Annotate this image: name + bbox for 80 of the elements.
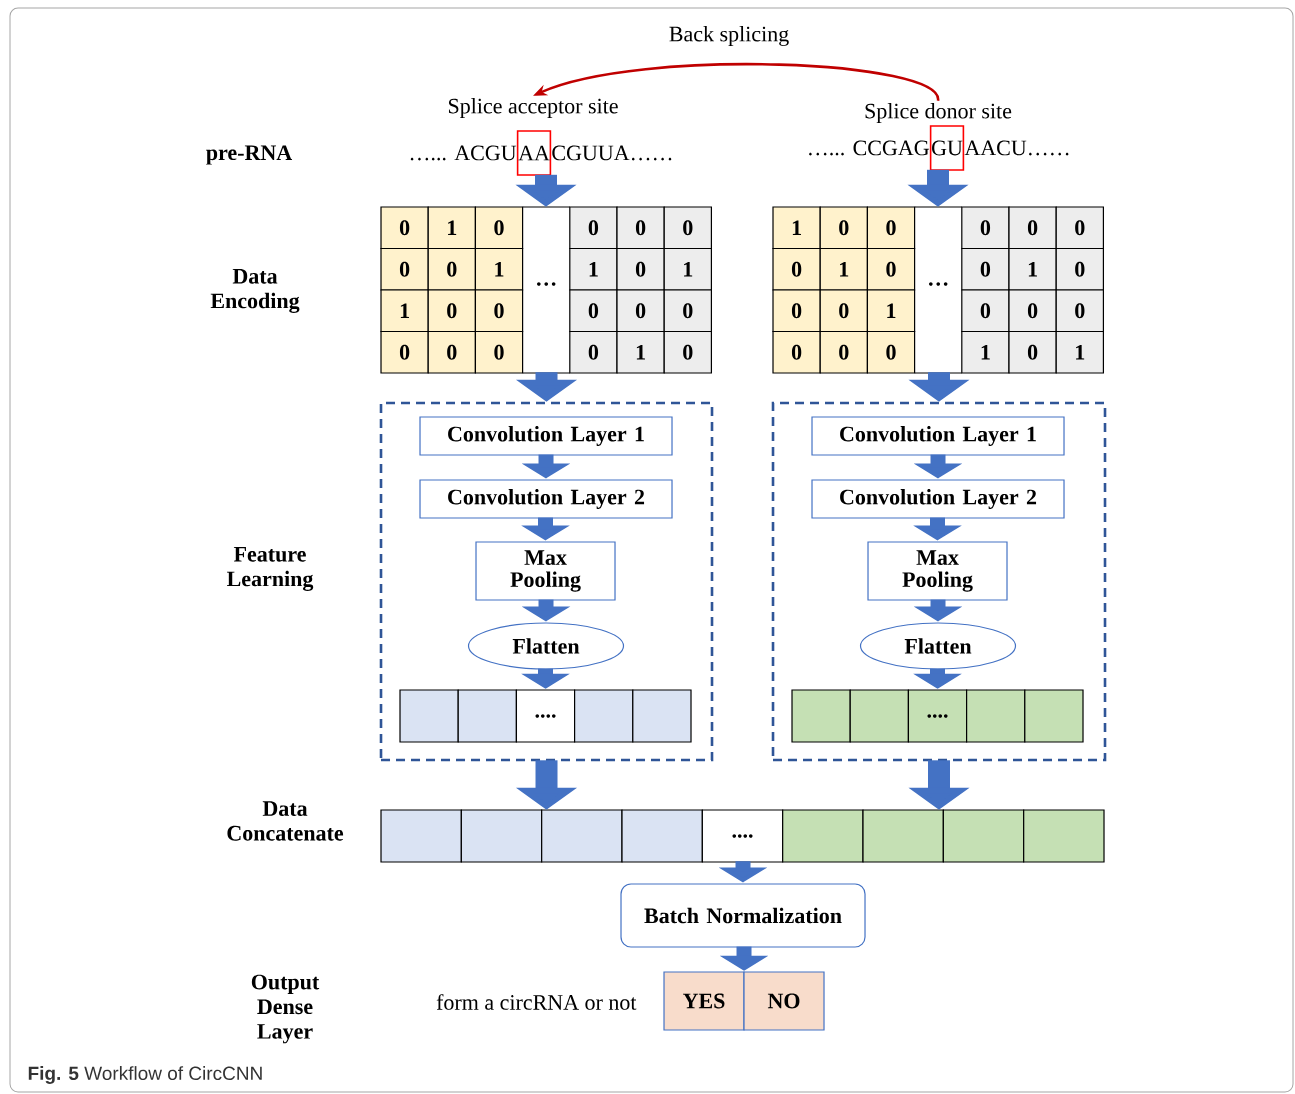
sequence-text: CGUUA…… bbox=[552, 145, 672, 161]
matrix-cell: 0 bbox=[616, 206, 665, 250]
matrix-cell: 0 bbox=[819, 330, 868, 374]
stage-label: Feature Learning bbox=[227, 547, 314, 591]
matrix-cell: 0 bbox=[1008, 206, 1057, 250]
matrix-cell: 0 bbox=[961, 289, 1010, 333]
matrix-cell: 1 bbox=[427, 206, 476, 250]
highlight-box: GU bbox=[929, 125, 965, 171]
layer-box: Convolution Layer 1 bbox=[811, 416, 1065, 456]
matrix-cell: 0 bbox=[427, 289, 476, 333]
matrix-cell: 0 bbox=[819, 206, 868, 250]
site-label: Splice donor site bbox=[865, 103, 1012, 123]
vector-cell: .... bbox=[701, 809, 784, 863]
matrix-cell: 0 bbox=[663, 330, 712, 374]
matrix-cell: 0 bbox=[663, 206, 712, 250]
matrix-cell: 0 bbox=[961, 206, 1010, 250]
matrix-cell: 1 bbox=[819, 247, 868, 291]
sequence-text: AACU…… bbox=[964, 140, 1069, 156]
matrix-cell: 1 bbox=[380, 289, 429, 333]
matrix-cell: 0 bbox=[1055, 289, 1104, 333]
vector-cell: .... bbox=[907, 689, 968, 743]
highlight-box: AA bbox=[516, 130, 552, 176]
matrix-cell: 1 bbox=[866, 289, 916, 333]
layer-box: Convolution Layer 2 bbox=[419, 479, 673, 519]
matrix-cell: 1 bbox=[1008, 247, 1057, 291]
matrix-cell: 1 bbox=[616, 330, 665, 374]
layer-box: Convolution Layer 2 bbox=[811, 479, 1065, 519]
dashed-group-box bbox=[771, 401, 1107, 762]
dashed-group-box bbox=[379, 401, 714, 762]
matrix-cell: 0 bbox=[819, 289, 868, 333]
matrix-cell: 0 bbox=[772, 330, 821, 374]
matrix-cell: 0 bbox=[427, 247, 476, 291]
output-cell: NO bbox=[743, 971, 825, 1031]
output-note: form a circRNA or not bbox=[436, 994, 637, 1010]
matrix-cell: 1 bbox=[569, 247, 618, 291]
matrix-cell: 1 bbox=[961, 330, 1010, 374]
sequence-text: …... CCGAG bbox=[809, 140, 929, 156]
matrix-cell: 0 bbox=[569, 206, 618, 250]
sequence-text: …... ACGU bbox=[410, 145, 517, 161]
matrix-cell: 0 bbox=[569, 330, 618, 374]
matrix-cell: 0 bbox=[772, 289, 821, 333]
layer-box: Max Pooling bbox=[475, 541, 616, 601]
matrix-cell: 0 bbox=[866, 247, 916, 291]
site-label: Splice acceptor site bbox=[448, 98, 618, 118]
matrix-cell: 0 bbox=[380, 247, 429, 291]
layer-box: Max Pooling bbox=[867, 541, 1008, 601]
stage-label: pre-RNA bbox=[206, 145, 293, 165]
stage-label: Data Concatenate bbox=[227, 801, 344, 841]
matrix-cell: 0 bbox=[1055, 247, 1104, 291]
stage-label: Data Encoding bbox=[210, 269, 300, 313]
matrix-cell: 0 bbox=[866, 330, 916, 374]
output-cell: YES bbox=[663, 971, 745, 1031]
matrix-cell: 0 bbox=[427, 330, 476, 374]
matrix-cell: 0 bbox=[474, 206, 524, 250]
matrix-cell: 0 bbox=[380, 330, 429, 374]
matrix-cell: 0 bbox=[616, 289, 665, 333]
matrix-cell: 0 bbox=[380, 206, 429, 250]
matrix-cell: 0 bbox=[1008, 330, 1057, 374]
matrix-cell: 1 bbox=[1055, 330, 1104, 374]
matrix-cell: 0 bbox=[474, 330, 524, 374]
matrix-cell: 0 bbox=[1055, 206, 1104, 250]
matrix-cell: 1 bbox=[474, 247, 524, 291]
layer-box: Batch Normalization bbox=[620, 883, 866, 948]
matrix-cell: 0 bbox=[616, 247, 665, 291]
matrix-cell: 0 bbox=[1008, 289, 1057, 333]
stage-label: Output Dense Layer bbox=[251, 974, 320, 1044]
edge-label: Back splicing bbox=[669, 26, 789, 46]
matrix-cell: 0 bbox=[569, 289, 618, 333]
vector-cell: .... bbox=[515, 689, 576, 743]
matrix-cell: 0 bbox=[474, 289, 524, 333]
matrix-cell: 1 bbox=[772, 206, 821, 250]
matrix-cell: 0 bbox=[866, 206, 916, 250]
layer-box: Convolution Layer 1 bbox=[419, 416, 673, 456]
ellipsis-column: … bbox=[522, 206, 571, 374]
ellipsis-column: … bbox=[914, 206, 963, 374]
matrix-cell: 0 bbox=[961, 247, 1010, 291]
matrix-cell: 1 bbox=[663, 247, 712, 291]
matrix-cell: 0 bbox=[663, 289, 712, 333]
matrix-cell: 0 bbox=[772, 247, 821, 291]
figure-caption: Fig. 5 Workflow of CircCNN bbox=[28, 1066, 262, 1084]
